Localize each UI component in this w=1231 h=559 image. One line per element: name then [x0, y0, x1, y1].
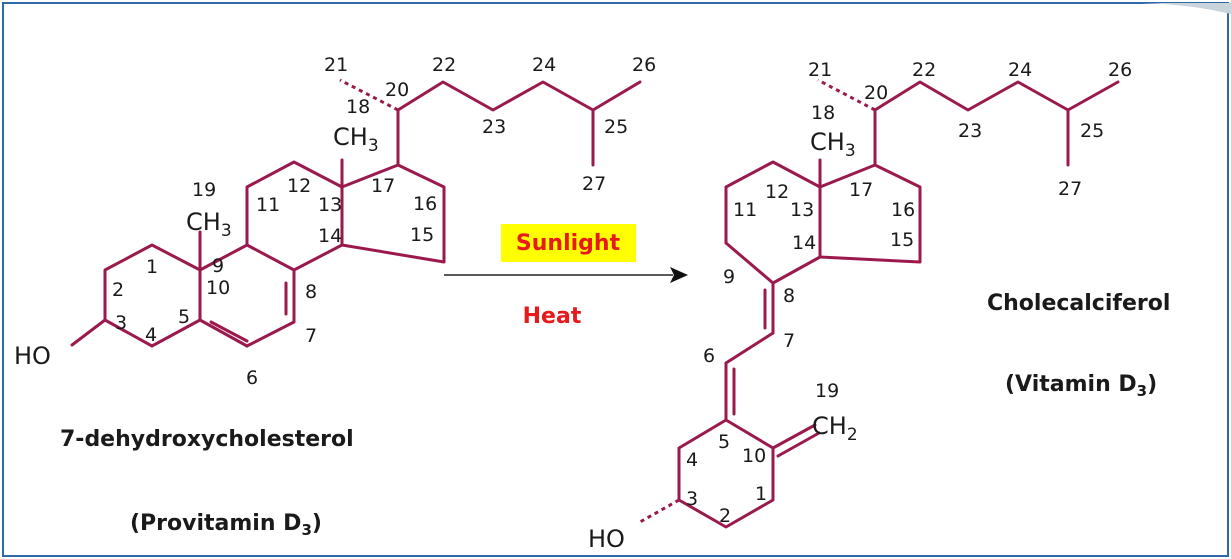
condition-sunlight: Sunlight — [516, 231, 621, 256]
right-atom-7: 7 — [783, 330, 795, 352]
right-c18-methyl-label: CH3 — [810, 128, 856, 161]
right-double-10-19 — [776, 431, 821, 458]
left-c7-c6 — [245, 320, 296, 348]
left-atom-10: 10 — [206, 277, 230, 299]
right-molecule-name: Cholecalciferol — [987, 291, 1170, 316]
right-atom-3: 3 — [686, 488, 698, 510]
left-atom-13: 13 — [318, 194, 342, 216]
left-atom-11: 11 — [256, 194, 280, 216]
right-atom-13: 13 — [790, 199, 814, 221]
right-atom-11: 11 — [733, 199, 757, 221]
left-atom-7: 7 — [305, 325, 317, 347]
left-atom-16: 16 — [413, 193, 437, 215]
right-atom-10: 10 — [742, 445, 766, 467]
right-atom-14: 14 — [792, 232, 816, 254]
left-c6-c5 — [198, 318, 249, 348]
left-molecule-structure — [70, 78, 642, 348]
right-atom-26: 26 — [1108, 59, 1132, 81]
left-atom-4: 4 — [145, 324, 157, 346]
right-atom-1: 1 — [755, 483, 767, 505]
left-molecule-alt-name: (Provitamin D3) — [130, 511, 322, 539]
left-atom-8: 8 — [305, 281, 317, 303]
left-atom-22: 22 — [432, 54, 456, 76]
left-oh-bond — [70, 318, 107, 347]
left-atom-19: 19 — [192, 179, 216, 201]
right-molecule-structure — [639, 78, 1120, 529]
right-atom-18: 18 — [811, 102, 835, 124]
left-atom-27: 27 — [582, 173, 606, 195]
right-atom-12: 12 — [765, 181, 789, 203]
right-molecule-alt-name: (Vitamin D3) — [1005, 372, 1157, 400]
right-c19-methylene-label: CH2 — [812, 412, 858, 445]
left-side-chain — [396, 80, 642, 112]
right-atom-19: 19 — [815, 380, 839, 402]
right-side-chain — [873, 80, 1120, 112]
left-atom-2: 2 — [112, 279, 124, 301]
left-atom-25: 25 — [604, 116, 628, 138]
right-atom-25: 25 — [1080, 120, 1104, 142]
left-molecule-labels: HO CH3 CH3 1 2 3 4 5 6 7 8 9 10 11 12 13… — [14, 54, 656, 539]
right-atom-4: 4 — [686, 449, 698, 471]
left-molecule-name: 7-dehydroxycholesterol — [60, 427, 354, 452]
right-atom-8: 8 — [783, 285, 795, 307]
left-atom-18: 18 — [346, 96, 370, 118]
right-atom-2: 2 — [719, 505, 731, 527]
right-atom-5: 5 — [718, 431, 730, 453]
left-atom-26: 26 — [632, 54, 656, 76]
left-c20-c21-dashed — [339, 78, 399, 112]
left-ring-d — [340, 163, 446, 264]
left-atom-20: 20 — [385, 79, 409, 101]
right-atom-22: 22 — [912, 59, 936, 81]
left-atom-3: 3 — [115, 312, 127, 334]
right-atom-27: 27 — [1058, 178, 1082, 200]
right-molecule-labels: CH3 CH2 HO 1 2 3 4 5 6 7 8 9 10 11 12 13… — [588, 59, 1170, 553]
left-atom-21: 21 — [324, 54, 348, 76]
left-atom-14: 14 — [318, 225, 342, 247]
left-atom-17: 17 — [371, 175, 395, 197]
sunlight-highlight — [501, 224, 636, 262]
condition-heat: Heat — [523, 304, 582, 329]
left-atom-15: 15 — [410, 224, 434, 246]
right-atom-23: 23 — [958, 120, 982, 142]
left-atom-12: 12 — [287, 175, 311, 197]
reaction-arrowhead — [670, 267, 688, 283]
right-atom-20: 20 — [864, 82, 888, 104]
right-c20-c21-dashed — [817, 78, 876, 112]
right-atom-15: 15 — [890, 229, 914, 251]
left-atom-24: 24 — [532, 54, 556, 76]
left-atom-6: 6 — [246, 367, 258, 389]
right-atom-6: 6 — [703, 345, 715, 367]
reaction-arrow-group: Sunlight Heat — [444, 224, 688, 329]
left-ring-c — [245, 160, 344, 272]
left-atom-23: 23 — [482, 116, 506, 138]
left-atom-1: 1 — [146, 256, 158, 278]
right-ring-d — [818, 163, 922, 264]
right-atom-16: 16 — [891, 199, 915, 221]
right-c7-c6 — [724, 331, 775, 365]
left-atom-9: 9 — [212, 255, 224, 277]
right-ho-label: HO — [588, 525, 625, 553]
corner-decoration — [1140, 3, 1231, 14]
left-double-5-6 — [209, 320, 249, 343]
left-c18-methyl-label: CH3 — [333, 123, 379, 156]
right-atom-24: 24 — [1008, 59, 1032, 81]
right-atom-9: 9 — [723, 266, 735, 288]
right-atom-21: 21 — [808, 59, 832, 81]
right-atom-17: 17 — [849, 179, 873, 201]
left-atom-5: 5 — [178, 306, 190, 328]
right-c10-c19 — [771, 423, 817, 450]
left-c19-methyl-label: CH3 — [186, 208, 232, 241]
left-ho-label: HO — [14, 342, 51, 370]
